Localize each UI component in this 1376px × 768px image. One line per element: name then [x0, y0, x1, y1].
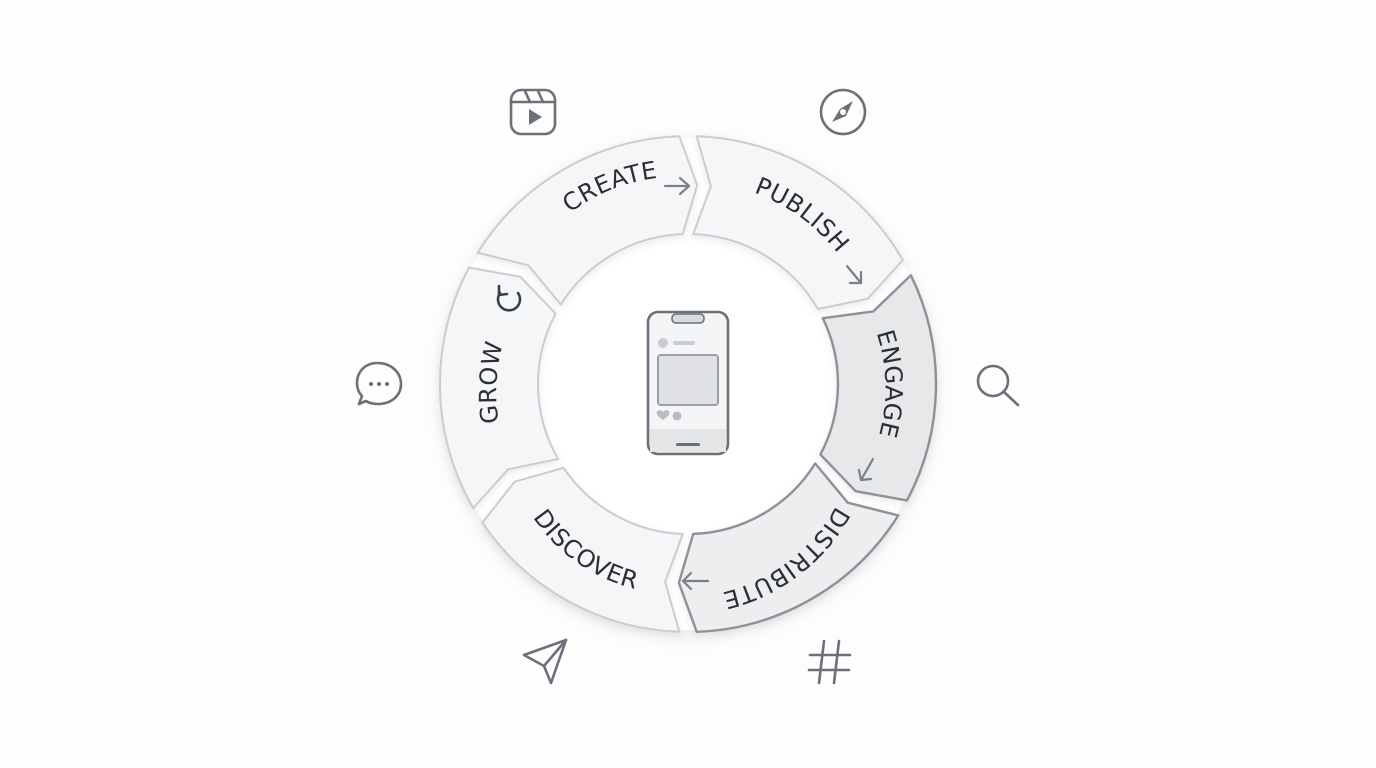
- hashtag-icon: [807, 639, 852, 685]
- reels-video-icon: [509, 88, 557, 136]
- cycle-segment-distribute: [677, 462, 900, 633]
- cycle-ring: [439, 135, 938, 633]
- arrow-right-icon: [663, 176, 691, 196]
- flow-arrows: [663, 176, 875, 591]
- chat-bubble-icon: [355, 361, 403, 406]
- arrow-down-right-icon: [845, 264, 863, 285]
- search-icon: [976, 364, 1020, 407]
- cycle-segment-discover: [481, 466, 684, 633]
- cycle-segment-create: [476, 135, 699, 306]
- cycle-segment-grow: [439, 266, 560, 509]
- refresh-icon: [496, 284, 522, 312]
- smartphone-feed-icon: [646, 310, 730, 456]
- send-icon: [522, 638, 568, 685]
- segment-label-grow: GROW: [474, 339, 508, 425]
- cycle-segment-engage: [819, 274, 938, 502]
- cycle-segment-publish: [692, 135, 904, 310]
- arrow-left-icon: [681, 571, 710, 591]
- arrow-down-left-icon: [857, 457, 875, 482]
- compass-icon: [819, 88, 867, 136]
